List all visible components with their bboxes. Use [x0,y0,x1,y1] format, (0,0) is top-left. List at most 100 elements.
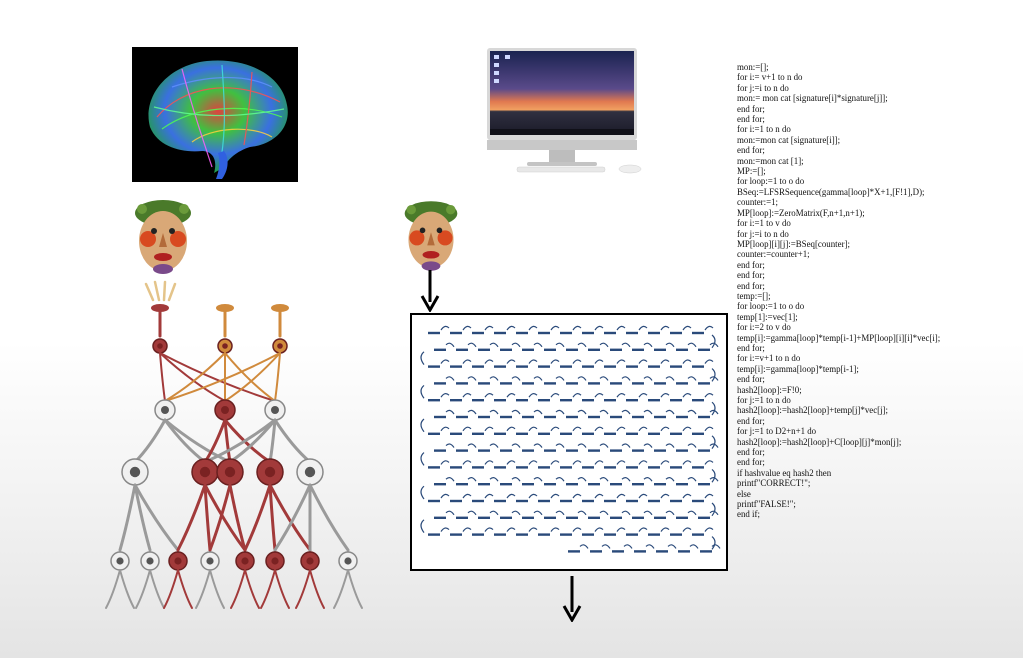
feedback-arc [665,342,675,348]
feedback-arc [440,325,450,331]
code-line: for loop:=1 to o do [737,176,805,187]
feedback-arc [555,477,565,482]
axon-line [159,352,226,402]
neuron-layer4-nucleus [344,557,352,565]
feedback-arc [528,460,538,465]
feedback-arc [440,359,450,364]
axon-line [119,569,135,609]
feedback-arc [616,325,626,331]
feedback-arc [599,510,609,516]
axon-line [163,418,232,464]
code-line: temp[i]:=gamma[loop]*temp[i-1]; [737,363,859,374]
feedback-arc [687,477,697,482]
row-turn-arc [711,368,716,382]
code-line: printf"FALSE!"; [737,499,796,510]
neuron-layer4-nucleus [116,557,124,565]
axon-line [176,483,207,552]
axon-line [203,418,277,464]
feedback-arc [445,443,455,448]
code-line: mon:=mon cat [1]; [737,155,804,166]
feedback-arc [550,493,560,499]
axon-line [224,352,276,402]
neuron-network-icon [105,304,363,609]
feedback-arc [638,325,648,331]
code-line: hash2[loop]:=hash2[loop]+temp[j]*vec[j]; [737,405,888,416]
feedback-arc [665,443,675,448]
feedback-arc [555,342,565,348]
feedback-arc [660,426,670,432]
feedback-arc [638,426,648,432]
neuron-layer4-nucleus [206,557,214,565]
axon-line [224,352,281,402]
feedback-arc [621,510,631,516]
feedback-arc [484,527,494,532]
axon-line [308,483,350,552]
feedback-arc [555,409,565,415]
feedback-arc [599,376,609,381]
feedback-arc [550,527,560,532]
desktop-computer-image [487,46,647,176]
feedback-arc [665,477,675,482]
feedback-arc [489,342,499,348]
feedback-arc [489,376,499,381]
axon-line [347,569,363,609]
axon-line [164,352,226,402]
code-line: end for; [737,280,765,291]
feedback-arc [445,510,455,516]
row-turn-arc [711,401,716,416]
axon-line [133,483,180,552]
feedback-arc [533,477,543,482]
row-turn-arc [420,351,425,365]
feedback-arc [682,359,692,364]
axon-line [133,418,167,464]
feedback-arc [511,376,521,381]
dendrite-cap [151,304,169,312]
axon-line [177,569,193,609]
feedback-arc [462,393,472,398]
code-line: for i:=2 to v do [737,322,791,333]
axon-line [118,483,137,552]
feedback-arc [577,443,587,448]
feedback-arc [665,510,675,516]
feedback-arc [594,493,604,499]
axon-line [105,569,121,609]
feedback-arc [440,493,450,499]
feedback-arc [687,376,697,381]
feedback-arc [572,493,582,499]
neuron-layer4-nucleus [174,557,182,565]
feedback-arc [489,409,499,415]
feedback-arc [555,376,565,381]
feedback-arc [682,426,692,432]
code-line: for i:= v+1 to n do [737,72,803,83]
code-line: end for; [737,114,765,125]
feedback-arc [511,342,521,348]
neuron-layer3-nucleus [224,466,236,478]
feedback-arc [599,477,609,482]
feedback-arc [462,493,472,499]
feedback-arc [533,409,543,415]
code-line: counter:=counter+1; [737,249,810,260]
feedback-arc [594,325,604,331]
feedback-arc [660,359,670,364]
feedback-arc [704,426,714,432]
code-line: hash2[loop]:=hash2[loop]+C[loop][j]*mon[… [737,436,902,447]
code-line: end for; [737,342,765,353]
feedback-arc [484,493,494,499]
feedback-arc [506,527,516,532]
feedback-arc [594,460,604,465]
feedback-arc [594,393,604,398]
code-line: end for; [737,270,765,281]
neuron-layer4-nucleus [241,557,249,565]
code-line: end for; [737,145,765,156]
feedback-arc [528,325,538,331]
feedback-arc [528,493,538,499]
neuron-layer3-nucleus [129,466,141,478]
feedback-arc [550,325,560,331]
neuron-layer2-nucleus [221,406,229,414]
feedback-arc [462,359,472,364]
feedback-arc [440,527,450,532]
feedback-arc [462,460,472,465]
row-turn-arc [420,418,425,433]
code-line: end for; [737,374,765,385]
code-line: for i:=v+1 to n do [737,353,801,364]
